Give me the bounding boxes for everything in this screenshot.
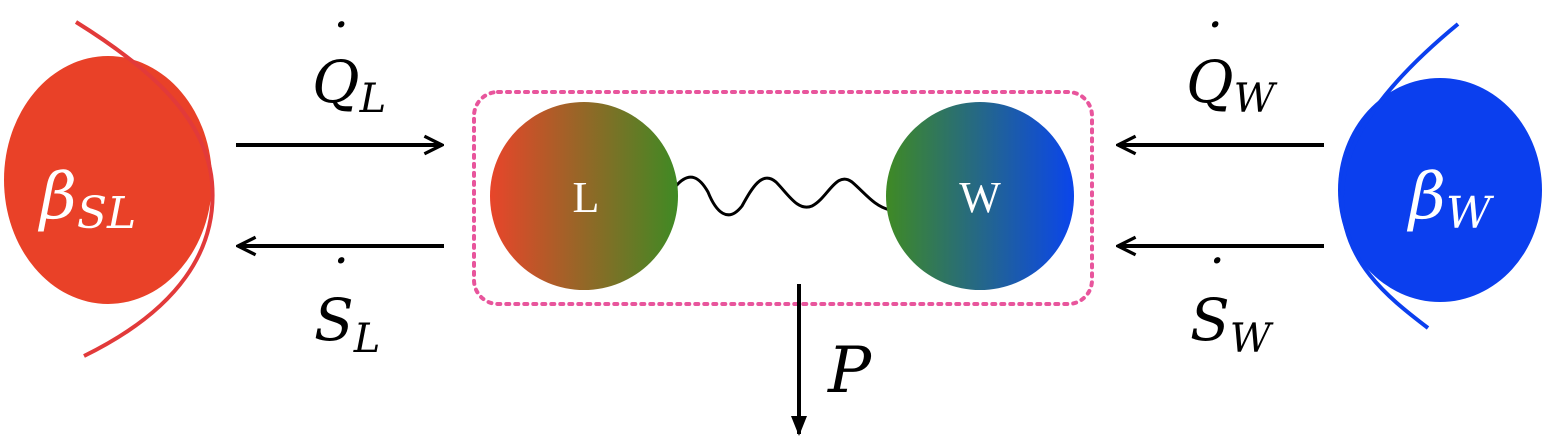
entropy-left-symbol: S [314,286,354,354]
heat-left-subscript: L [359,76,387,122]
entropy-left-subscript: L [353,316,381,362]
node-L-body [490,102,678,290]
left-reservoir-symbol: β [38,160,77,234]
node-W-body [886,102,1074,290]
svg-text:SW: SW [1190,286,1274,362]
heat-right-symbol: Q [1186,48,1234,116]
right-reservoir-subscript: W [1446,188,1495,239]
node-L-label: L [573,173,600,222]
power-label: P [827,334,872,408]
entropy-left-dot: ˙ [322,249,350,314]
entropy-right-dot: ˙ [1198,249,1226,314]
node-W: W [886,102,1074,290]
right-reservoir: βW [1338,22,1542,330]
svg-text:QL: QL [312,48,386,122]
right-reservoir-label: βW [1407,160,1495,239]
right-reservoir-edge [1339,22,1460,330]
heat-right-dot: ˙ [1196,13,1224,78]
node-L: L [490,102,678,290]
heat-left-dot: ˙ [322,13,350,78]
heat-right-label: ˙ QW [1186,13,1278,122]
heat-left-label: ˙ QL [312,13,386,122]
svg-text:QW: QW [1186,48,1278,122]
left-reservoir: βSL [4,20,215,358]
left-reservoir-subscript: SL [77,188,136,239]
entropy-right-subscript: W [1230,316,1274,362]
heat-right-subscript: W [1234,76,1278,122]
left-reservoir-edge [74,20,215,358]
entropy-right-label: ˙ SW [1190,249,1274,362]
entropy-left-label: ˙ SL [314,249,380,362]
left-reservoir-label: βSL [38,160,136,239]
entropy-right-symbol: S [1190,286,1230,354]
left-reservoir-body [4,56,212,304]
node-W-label: W [959,173,1001,222]
right-reservoir-symbol: β [1407,160,1446,234]
svg-text:SL: SL [314,286,380,362]
heat-left-symbol: Q [312,48,360,116]
system-boundary [472,90,1094,306]
spring-coupling [674,175,891,217]
right-reservoir-body [1338,78,1542,302]
